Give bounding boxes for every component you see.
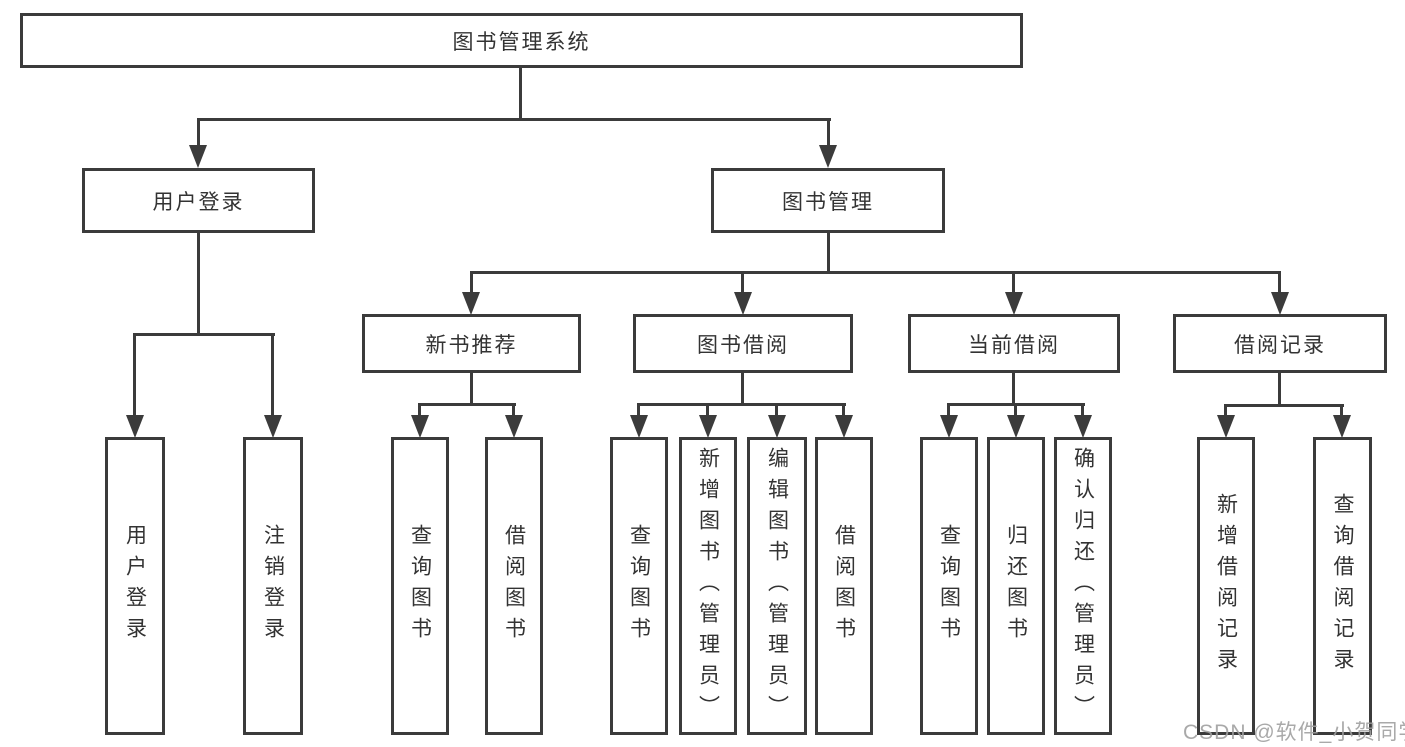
arrow-down-icon xyxy=(734,292,752,315)
connector-line xyxy=(419,403,516,406)
leaf-current-query-books: 查询图书 xyxy=(920,437,978,735)
leaf-add-books-admin: 新增图书（管理员） xyxy=(679,437,737,735)
leaf-recommend-borrow-books-label: 借阅图书 xyxy=(502,524,526,648)
node-book-borrowing: 图书借阅 xyxy=(633,314,853,373)
connector-line xyxy=(519,66,522,120)
connector-line xyxy=(1014,403,1017,417)
leaf-logout: 注销登录 xyxy=(243,437,303,735)
connector-line xyxy=(638,403,846,406)
leaf-edit-books-admin: 编辑图书（管理员） xyxy=(747,437,807,735)
node-book-management-label: 图书管理 xyxy=(782,190,874,214)
connector-line xyxy=(197,118,200,148)
arrow-down-icon xyxy=(1074,415,1092,438)
connector-line xyxy=(470,370,473,406)
leaf-recommend-borrow-books: 借阅图书 xyxy=(485,437,543,735)
leaf-confirm-return-admin: 确认归还（管理员） xyxy=(1054,437,1112,735)
node-book-borrowing-label: 图书借阅 xyxy=(697,333,789,357)
connector-line xyxy=(1012,370,1015,406)
connector-line xyxy=(842,403,845,417)
leaf-edit-books-admin-label: 编辑图书（管理员） xyxy=(765,446,789,726)
connector-line xyxy=(470,271,1281,274)
leaf-borrowing-query-books: 查询图书 xyxy=(610,437,668,735)
leaf-borrowing-borrow-books-label: 借阅图书 xyxy=(832,524,856,648)
arrow-down-icon xyxy=(1007,415,1025,438)
node-new-book-recommend: 新书推荐 xyxy=(362,314,581,373)
leaf-user-login: 用户登录 xyxy=(105,437,165,735)
connector-line xyxy=(418,403,421,417)
node-borrowing-records-label: 借阅记录 xyxy=(1234,333,1326,357)
arrow-down-icon xyxy=(126,415,144,438)
leaf-query-borrow-record: 查询借阅记录 xyxy=(1313,437,1372,735)
arrow-down-icon xyxy=(835,415,853,438)
arrow-down-icon xyxy=(768,415,786,438)
leaf-recommend-query-books: 查询图书 xyxy=(391,437,449,735)
connector-line xyxy=(1012,271,1015,293)
connector-line xyxy=(1224,404,1227,417)
connector-line xyxy=(1340,404,1343,417)
leaf-logout-label: 注销登录 xyxy=(261,524,285,648)
connector-line xyxy=(133,333,275,336)
node-borrowing-records: 借阅记录 xyxy=(1173,314,1387,373)
arrow-down-icon xyxy=(462,292,480,315)
connector-line xyxy=(827,230,830,274)
leaf-add-borrow-record-label: 新增借阅记录 xyxy=(1214,493,1238,679)
leaf-return-books-label: 归还图书 xyxy=(1004,524,1028,648)
node-new-book-recommend-label: 新书推荐 xyxy=(425,333,518,357)
arrow-down-icon xyxy=(1005,292,1023,315)
node-root-label: 图书管理系统 xyxy=(452,30,591,54)
connector-line xyxy=(741,271,744,293)
leaf-recommend-query-books-label: 查询图书 xyxy=(408,524,432,648)
connector-line xyxy=(775,403,778,417)
node-user-login-label: 用户登录 xyxy=(152,190,245,214)
node-current-borrowing-label: 当前借阅 xyxy=(968,333,1060,357)
connector-line xyxy=(1278,370,1281,407)
node-user-login: 用户登录 xyxy=(82,168,315,233)
leaf-add-borrow-record: 新增借阅记录 xyxy=(1197,437,1255,735)
connector-line xyxy=(133,333,136,417)
connector-line xyxy=(197,230,200,336)
arrow-down-icon xyxy=(1271,292,1289,315)
arrow-down-icon xyxy=(505,415,523,438)
arrow-down-icon xyxy=(940,415,958,438)
leaf-borrowing-query-books-label: 查询图书 xyxy=(627,524,651,648)
arrow-down-icon xyxy=(1333,415,1351,438)
arrow-down-icon xyxy=(189,145,207,168)
node-root: 图书管理系统 xyxy=(20,13,1023,68)
arrow-down-icon xyxy=(264,415,282,438)
connector-line xyxy=(1278,271,1281,293)
arrow-down-icon xyxy=(819,145,837,168)
connector-line xyxy=(1081,403,1084,417)
leaf-query-borrow-record-label: 查询借阅记录 xyxy=(1331,493,1354,679)
connector-line xyxy=(271,333,274,417)
connector-line xyxy=(512,403,515,417)
arrow-down-icon xyxy=(411,415,429,438)
arrow-down-icon xyxy=(699,415,717,438)
connector-line xyxy=(197,118,831,121)
connector-line xyxy=(470,271,473,293)
csdn-watermark: CSDN @软件_小贺同学 xyxy=(1183,721,1405,744)
arrow-down-icon xyxy=(630,415,648,438)
arrow-down-icon xyxy=(1217,415,1235,438)
leaf-add-books-admin-label: 新增图书（管理员） xyxy=(696,446,720,726)
connector-line xyxy=(1225,404,1344,407)
connector-line xyxy=(947,403,950,417)
leaf-current-query-books-label: 查询图书 xyxy=(937,524,961,648)
node-book-management: 图书管理 xyxy=(711,168,945,233)
node-current-borrowing: 当前借阅 xyxy=(908,314,1120,373)
leaf-user-login-label: 用户登录 xyxy=(123,524,147,648)
connector-line xyxy=(827,118,830,148)
leaf-return-books: 归还图书 xyxy=(987,437,1045,735)
leaf-borrowing-borrow-books: 借阅图书 xyxy=(815,437,873,735)
connector-line xyxy=(741,370,744,406)
leaf-confirm-return-admin-label: 确认归还（管理员） xyxy=(1071,446,1095,726)
connector-line xyxy=(706,403,709,417)
connector-line xyxy=(637,403,640,417)
